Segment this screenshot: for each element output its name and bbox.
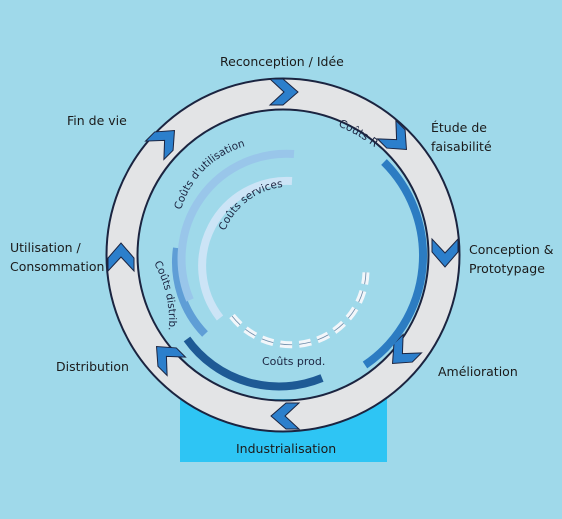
chevron-arrow-top-left bbox=[144, 129, 176, 161]
stage-label-industrialisation: Industrialisation bbox=[236, 441, 337, 456]
chevron-arrow-bottom-left bbox=[155, 345, 187, 377]
cost-arc-utilisation bbox=[177, 149, 295, 302]
cost-arc-services-dashed-outline bbox=[231, 271, 367, 346]
stage-label-distribution: Distribution bbox=[56, 359, 129, 374]
chevron-arrow-left bbox=[107, 242, 135, 273]
stage-label-amelioration: Amélioration bbox=[438, 364, 518, 379]
cost-arc-prod bbox=[183, 336, 324, 391]
stage-label-etude: Étude de faisabilité bbox=[431, 120, 492, 154]
cost-arc-services bbox=[198, 176, 293, 321]
cost-label-prod: Coûts prod. bbox=[262, 355, 325, 368]
chevron-arrow-right bbox=[431, 237, 459, 268]
chevron-arrow-bottom bbox=[270, 402, 301, 430]
stage-label-fin-de-vie: Fin de vie bbox=[67, 113, 127, 128]
chevron-arrow-top-right bbox=[376, 119, 408, 151]
cost-arc-distrib bbox=[172, 247, 208, 337]
stage-label-reconception: Reconception / Idée bbox=[220, 54, 344, 69]
stage-label-conception: Conception & Prototypage bbox=[469, 242, 554, 276]
cost-arc-rd bbox=[362, 159, 427, 369]
stage-label-utilisation: Utilisation / Consommation bbox=[10, 240, 105, 274]
chevron-arrow-top bbox=[268, 78, 299, 106]
